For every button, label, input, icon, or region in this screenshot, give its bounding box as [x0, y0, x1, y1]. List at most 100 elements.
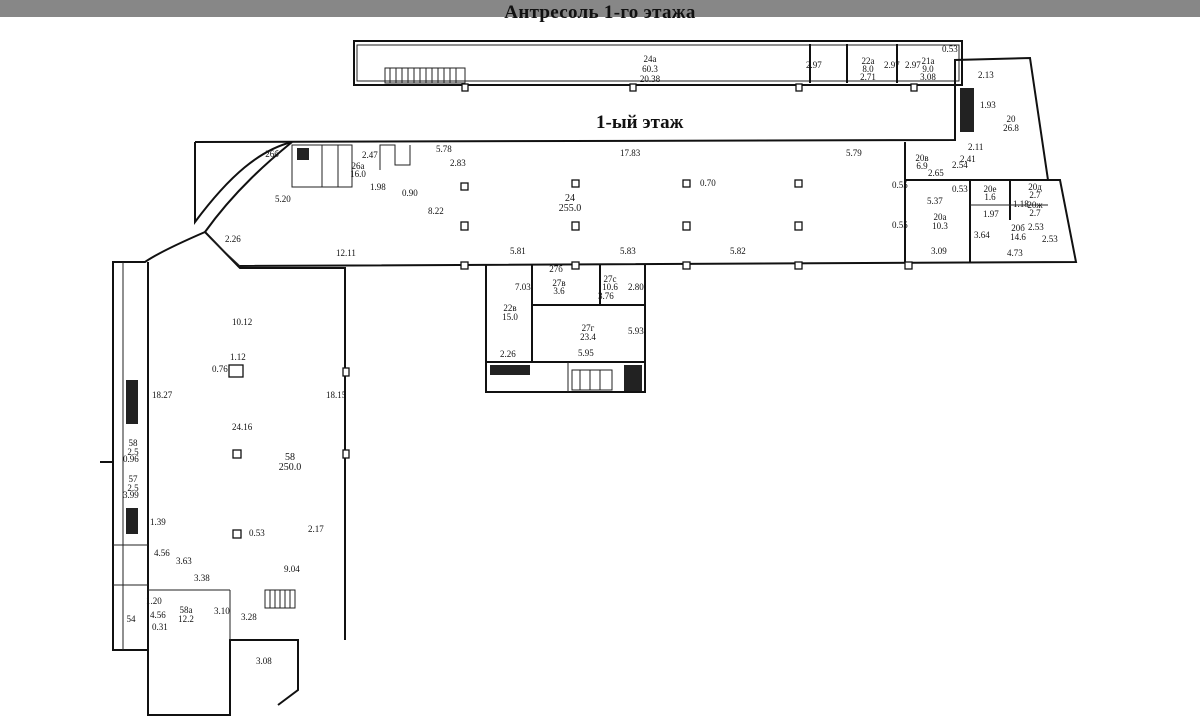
room-22a-area: 8.0 [862, 64, 874, 74]
room-21a-area: 9.0 [922, 64, 934, 74]
room-20e-area: 1.6 [984, 192, 996, 202]
dim-4-73: 4.73 [1007, 248, 1023, 258]
dim-4-56-b: 4.56 [150, 610, 166, 620]
dim-0-31: 0.31 [152, 622, 168, 632]
dim-0-55-a: 0.55 [892, 180, 908, 190]
room-27v-area: 3.6 [553, 286, 565, 296]
room-58-id: 58 [285, 452, 295, 463]
room-20a-id: 20а [934, 212, 947, 222]
room-24a-id: 24a [644, 54, 657, 64]
room-20-id: 20 [1007, 114, 1017, 124]
dim-2-53: 2.53 [1028, 222, 1044, 232]
dim-3-28: 3.28 [241, 612, 257, 622]
room-26b-id: 26б [265, 149, 279, 159]
dim-7-03: 7.03 [515, 282, 531, 292]
columns [228, 179, 913, 539]
dim-3-64: 3.64 [974, 230, 990, 240]
room-20b-area: 14.6 [1010, 232, 1026, 242]
dim-24-16: 24.16 [232, 422, 253, 432]
room-58a-id: 58а [180, 605, 193, 615]
dim-0-96: 0.96 [123, 454, 139, 464]
dim-0-53-c: 0.53 [249, 528, 265, 538]
dim-5-82: 5.82 [730, 246, 746, 256]
floor-label: 1-ый этаж [596, 112, 684, 133]
room-20e-id: 20е [984, 184, 997, 194]
dim-2-26-b: 2.26 [500, 349, 516, 359]
dim-1-20: 1.20 [146, 596, 162, 606]
dim-3-99: 3.99 [123, 490, 139, 500]
dim-2-13: 2.13 [978, 70, 994, 80]
room-57-id: 57 [129, 474, 139, 484]
room-58b-area: 2.5 [127, 447, 139, 457]
dim-0-55-b: 0.55 [892, 220, 908, 230]
room-21a-id: 21a [922, 56, 935, 66]
room-26a-area: 16.0 [350, 169, 366, 179]
dim-0-90: 0.90 [402, 188, 418, 198]
dimension-labels: 2.97 2.97 2.97 0.53 2.13 1.93 2.41 2.11 … [123, 44, 1058, 666]
room-22v-area: 15.0 [502, 312, 518, 322]
dim-1-12: 1.12 [230, 352, 246, 362]
wc-block [291, 144, 353, 188]
room-27c-id: 27с [604, 274, 617, 284]
dim-17-83: 17.83 [620, 148, 641, 158]
mezzanine [353, 40, 963, 92]
room-21a-dim: 3.08 [920, 72, 936, 82]
dim-5-79: 5.79 [846, 148, 862, 158]
dim-3-08: 3.08 [256, 656, 272, 666]
dim-18-15: 18.15 [326, 390, 347, 400]
dim-8-22: 8.22 [428, 206, 444, 216]
room-27b-id: 27б [549, 264, 563, 274]
shaft-blocks [126, 88, 974, 534]
plan-title: Антресоль 1-го этажа [504, 2, 696, 23]
dim-2-97-b: 2.97 [884, 60, 900, 70]
dim-5-20: 5.20 [275, 194, 291, 204]
room-24a-area: 60.3 [642, 64, 658, 74]
dim-9-04: 9.04 [284, 564, 300, 574]
mezzanine-stairs [384, 67, 466, 84]
room-27c-area: 10.6 [602, 282, 618, 292]
dim-2-65: 2.65 [928, 168, 944, 178]
room-24-id: 24 [565, 193, 575, 204]
room-58-area: 250.0 [279, 462, 302, 473]
dim-1-18: 1.18 [1013, 199, 1029, 209]
room-22a-id: 22a [862, 56, 875, 66]
room-57-area: 2.5 [127, 483, 139, 493]
dim-5-95: 5.95 [578, 348, 594, 358]
room-labels: 24a 60.3 20.38 22a 8.0 2.71 21a 9.0 3.08… [127, 54, 1044, 624]
dim-5-78: 5.78 [436, 144, 452, 154]
room-20zh-area: 2.7 [1029, 208, 1041, 218]
room-24a-dim: 20.38 [640, 74, 661, 84]
room-58b-id: 58 [129, 438, 139, 448]
room-20d-id: 20д [1028, 182, 1042, 192]
dim-0-53-b: 0.53 [952, 184, 968, 194]
room-20a-area: 10.3 [932, 221, 948, 231]
dim-3-63: 3.63 [176, 556, 192, 566]
dim-18-27: 18.27 [152, 390, 173, 400]
room-22v-id: 22в [503, 303, 516, 313]
dim-0-53: 0.53 [942, 44, 958, 54]
dim-5-81: 5.81 [510, 246, 526, 256]
dim-12-11: 12.11 [336, 248, 356, 258]
room-20v-area: 6.9 [916, 161, 928, 171]
room-20b-id: 20б [1011, 223, 1025, 233]
room-20zh-id: 20ж [1027, 200, 1043, 210]
room-58a-area: 12.2 [178, 614, 194, 624]
dim-5-93: 5.93 [628, 326, 644, 336]
dim-2-11: 2.11 [968, 142, 983, 152]
room-24-area: 255.0 [559, 203, 582, 214]
first-floor-outline [100, 56, 1078, 716]
dim-1-98: 1.98 [370, 182, 386, 192]
dim-3-76: 3.76 [598, 291, 614, 301]
dim-2-53-b: 2.53 [1042, 234, 1058, 244]
dim-2-47: 2.47 [362, 150, 378, 160]
dim-0-70: 0.70 [700, 178, 716, 188]
top-bar [0, 0, 1200, 17]
dim-3-38: 3.38 [194, 573, 210, 583]
room-20d-area: 2.7 [1029, 190, 1041, 200]
dim-2-97-a: 2.97 [806, 60, 822, 70]
dim-2-26: 2.26 [225, 234, 241, 244]
dim-2-17: 2.17 [308, 524, 324, 534]
room-27g-area: 23.4 [580, 332, 596, 342]
room-20-area: 26.8 [1003, 123, 1019, 133]
